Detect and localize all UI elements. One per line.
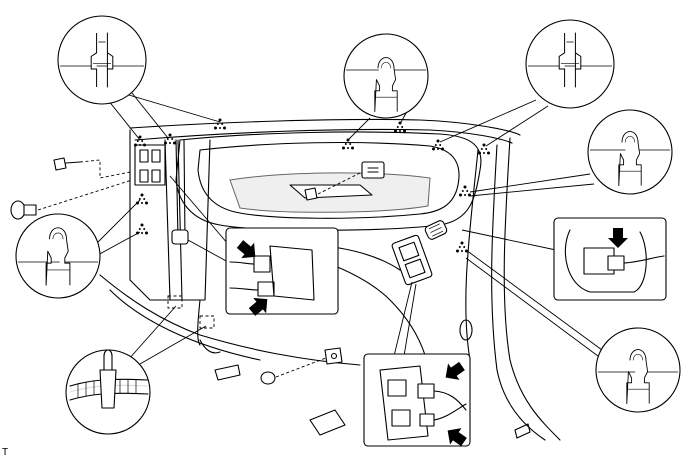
connector-detail-left: [169, 175, 339, 320]
clip-location-triangle-icon: [134, 118, 490, 329]
clip-detail-left-middle: [15, 199, 141, 299]
clip-detail-top-right: [439, 19, 615, 147]
connector-detail-bottom-switch: [363, 281, 471, 451]
connector-detail-right-lamp: [461, 217, 667, 301]
clip-detail-right-lower: [465, 249, 681, 413]
screw-icon: [53, 157, 131, 179]
clip-detail-right-upper: [469, 109, 673, 197]
trim-panel-body: [99, 118, 561, 441]
push-clip-icon: [10, 179, 133, 220]
figure-code-label: T: [2, 447, 9, 458]
clip-detail-top-center: [343, 33, 429, 141]
clip-detail-top-left: [57, 15, 221, 141]
clip-detail-bottom-left-wire-harness: [65, 305, 207, 435]
screw-icon: [304, 171, 363, 201]
push-clip-icon: [260, 357, 327, 385]
